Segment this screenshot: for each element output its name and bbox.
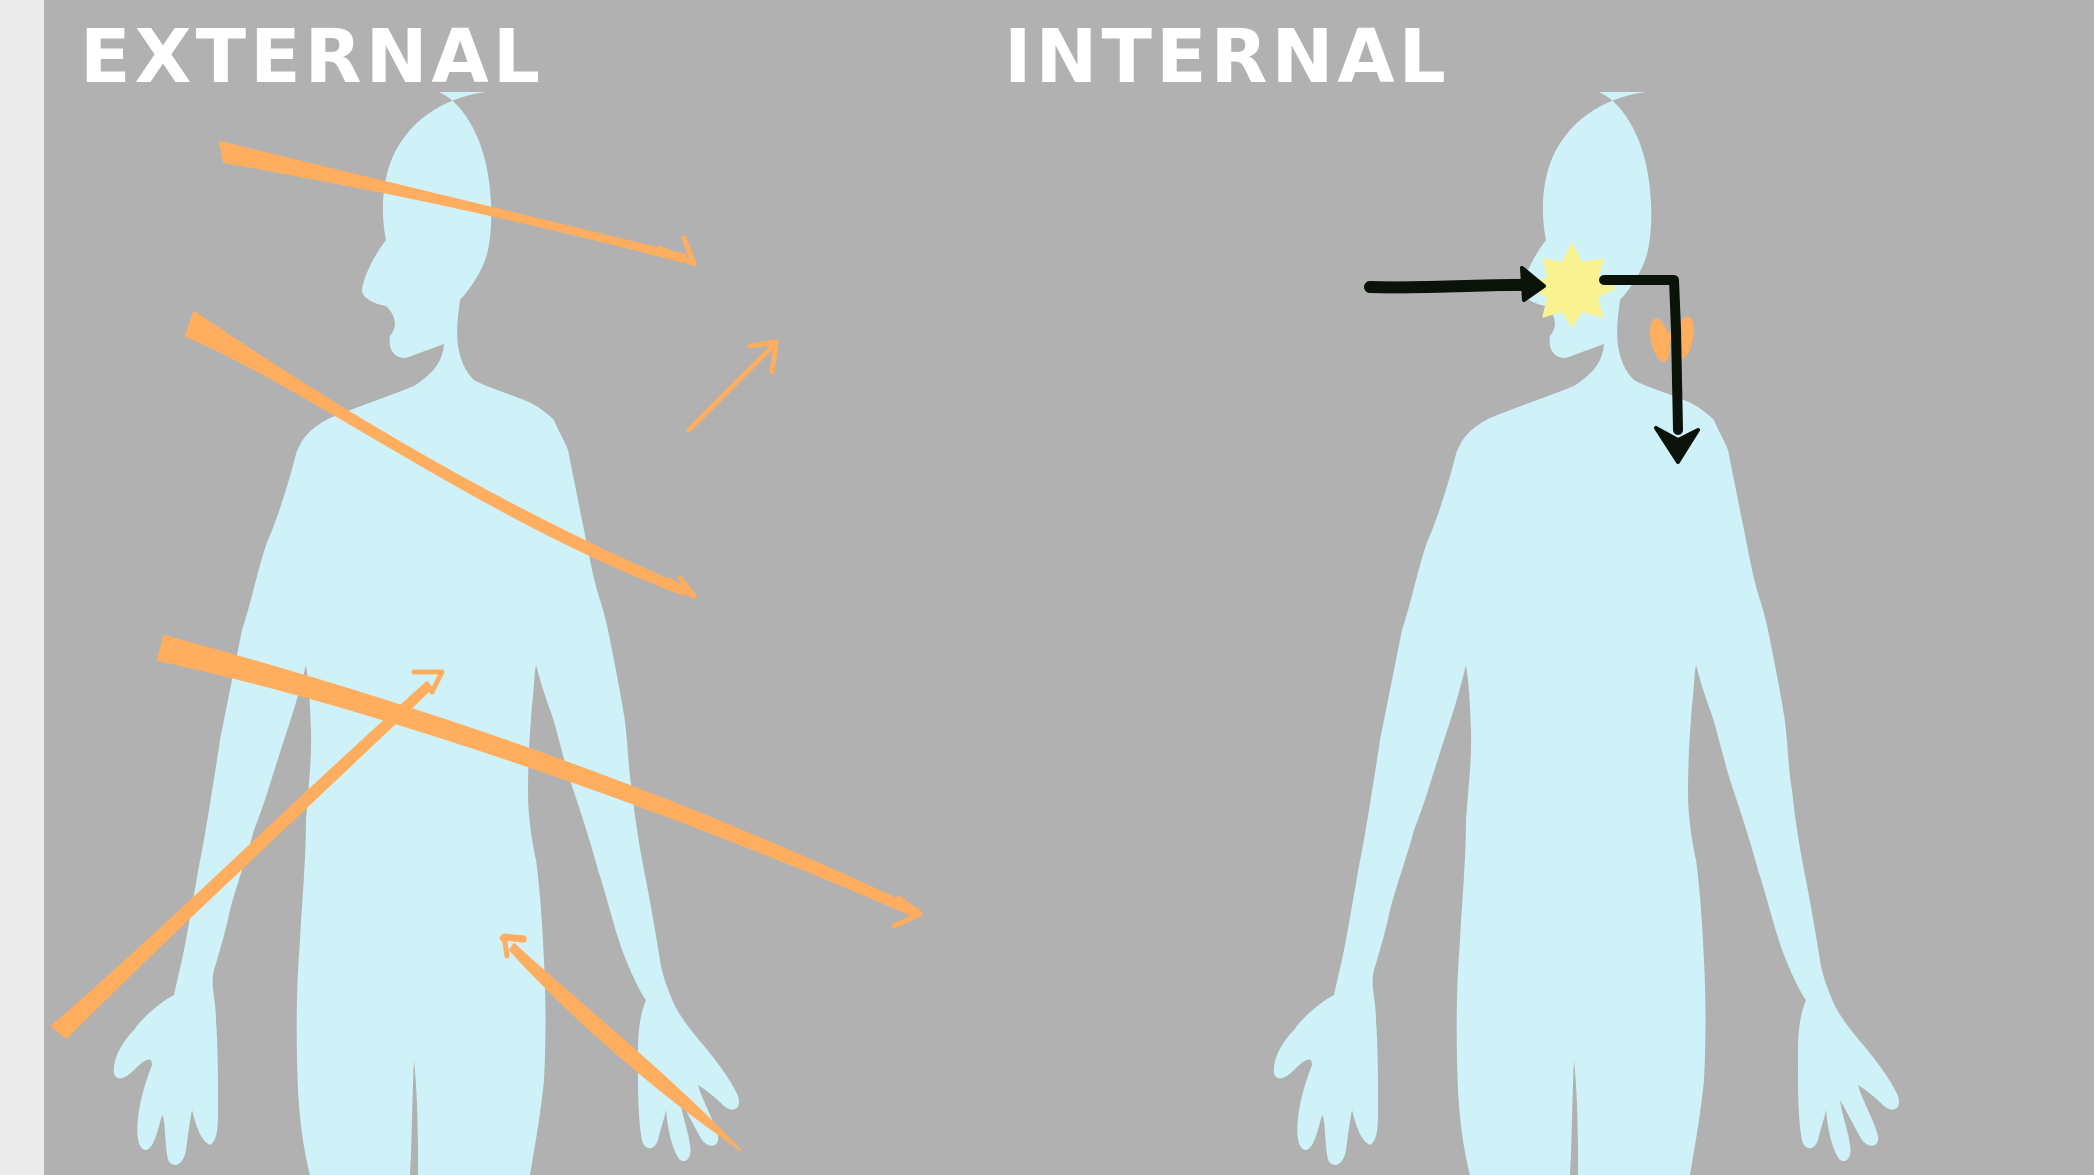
left-figure-silhouette [114, 92, 739, 1175]
figures-svg [44, 0, 2094, 1175]
diagram-canvas: EXTERNAL INTERNAL [44, 0, 2094, 1175]
external-arrow-2 [689, 345, 774, 430]
internal-arrow-incoming [1370, 285, 1536, 288]
right-figure-silhouette [1274, 92, 1899, 1175]
